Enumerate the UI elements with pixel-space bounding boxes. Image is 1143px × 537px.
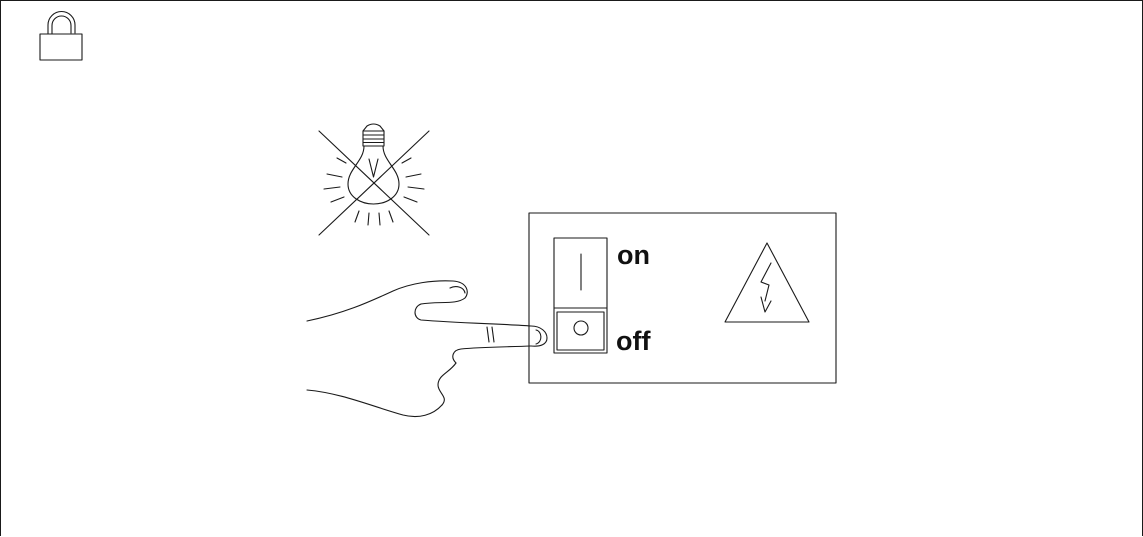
off-position-mark xyxy=(574,321,588,335)
on-label: on xyxy=(617,242,650,269)
electrical-hazard-warning-icon xyxy=(725,243,809,322)
light-bulb-crossed-out-icon xyxy=(319,124,429,235)
pointing-hand-icon xyxy=(307,281,547,417)
off-label: off xyxy=(616,328,650,355)
unlocked-padlock-icon xyxy=(40,12,82,61)
